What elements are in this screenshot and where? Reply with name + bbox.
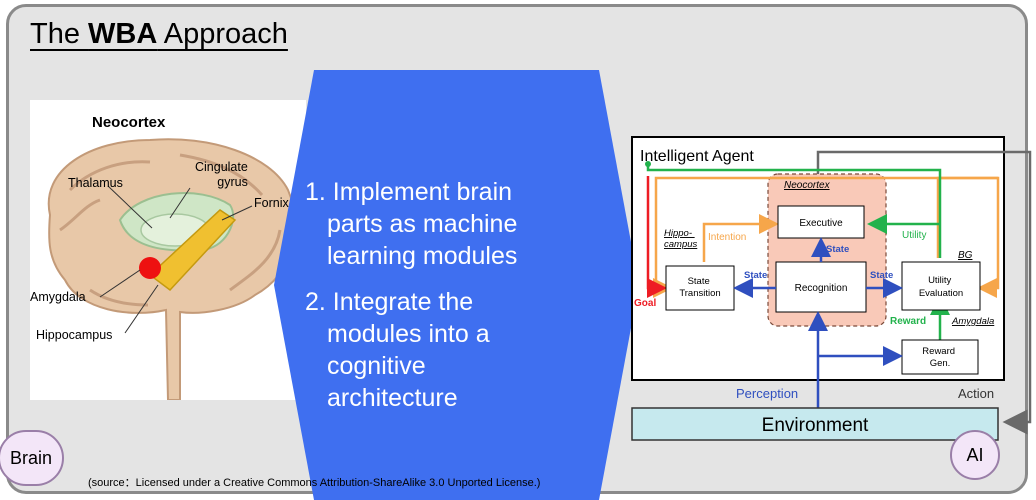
state-label-up: State bbox=[826, 244, 849, 255]
double-arrow-shape bbox=[274, 70, 639, 500]
cingulate-gyrus-label: Cingulate gyrus bbox=[195, 160, 248, 189]
amygdala-label: Amygdala bbox=[30, 290, 86, 304]
intention-label: Intention bbox=[708, 232, 746, 243]
slide-title: The WBA Approach bbox=[30, 18, 288, 50]
fornix-label: Fornix bbox=[254, 196, 289, 210]
thalamus-label: Thalamus bbox=[68, 176, 123, 190]
goal-label: Goal bbox=[634, 298, 656, 309]
environment-label: Environment bbox=[762, 415, 869, 436]
state-transition-label: State Transition bbox=[679, 276, 720, 299]
brain-illustration-panel: Neocortex Thalamus Cingulate gyrus Forni… bbox=[30, 100, 306, 400]
reward-gen-label: Reward Gen. bbox=[922, 346, 957, 369]
reward-gen-box bbox=[901, 339, 979, 375]
state-label-left: State bbox=[744, 270, 767, 281]
bg-label: BG bbox=[958, 250, 973, 261]
state-label-right: State bbox=[870, 270, 893, 281]
step-1: 1. Implement brain parts as machine lear… bbox=[305, 178, 518, 270]
executive-box bbox=[777, 205, 865, 239]
ai-badge: AI bbox=[950, 430, 1000, 480]
reward-label: Reward bbox=[890, 316, 926, 327]
environment-box bbox=[631, 407, 999, 441]
perception-label: Perception bbox=[736, 386, 798, 401]
approach-steps: 1. Implement brain parts as machine lear… bbox=[305, 176, 595, 428]
amygdala-agent-label: Amygdala bbox=[951, 316, 994, 327]
state-transition-box bbox=[665, 265, 735, 311]
brain-badge: Brain bbox=[0, 430, 64, 486]
hippocampus-label: Hippocampus bbox=[36, 328, 113, 342]
utility-label: Utility bbox=[902, 230, 926, 241]
neocortex-label: Neocortex bbox=[92, 114, 166, 131]
recognition-label: Recognition bbox=[795, 283, 848, 294]
utility-evaluation-label: Utility Evaluation bbox=[919, 275, 963, 299]
brain-illustration bbox=[47, 138, 297, 400]
executive-label: Executive bbox=[799, 218, 843, 229]
source-note: (source：Licensed under a Creative Common… bbox=[88, 477, 541, 489]
agent-title: Intelligent Agent bbox=[640, 148, 754, 165]
neocortex-region-label: Neocortex bbox=[784, 180, 831, 191]
action-label: Action bbox=[958, 386, 994, 401]
step-2: 2. Integrate the modules into a cognitiv… bbox=[305, 288, 490, 412]
utility-evaluation-box bbox=[901, 261, 981, 311]
hippocampus-agent-label: Hippo- campus bbox=[664, 228, 698, 250]
